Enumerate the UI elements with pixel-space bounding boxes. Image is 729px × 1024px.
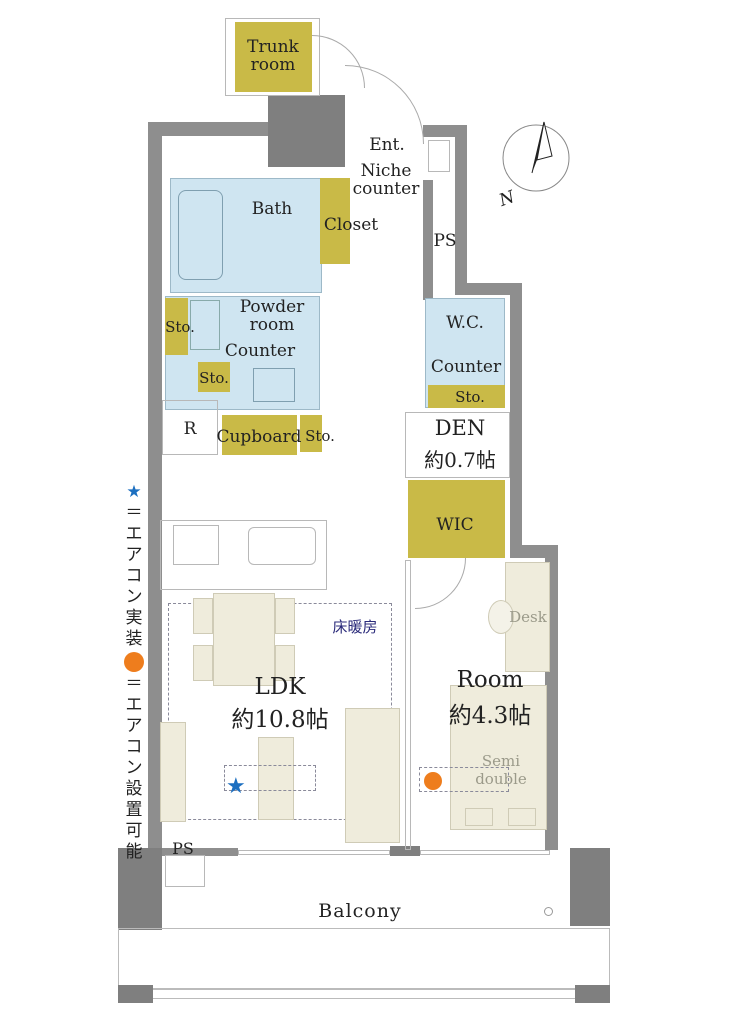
powder-sto-2-label: Sto. [199, 369, 229, 387]
wc-sto-label: Sto. [455, 388, 485, 406]
washing-machine [190, 300, 220, 350]
bathtub [178, 190, 223, 280]
powder-room-label: Powder room [239, 297, 305, 335]
pillow [508, 808, 536, 826]
wall-top [148, 122, 270, 136]
den [405, 412, 510, 478]
door-wic-swing [415, 558, 466, 609]
sofa [345, 708, 400, 843]
legend-circle-icon [124, 652, 144, 672]
den-label: DEN [434, 416, 486, 440]
wc-storage [428, 385, 505, 408]
wc-label: W.C. [446, 313, 484, 333]
legend-star-text: ＝エアコン実装 [125, 503, 143, 649]
bath-label: Bath [251, 199, 293, 219]
room-label: Room [456, 667, 524, 693]
wall-right-upper [510, 283, 522, 558]
sink [248, 527, 316, 565]
legend-star-icon: ★ [126, 482, 142, 502]
ps-bottom-label: PS [172, 839, 194, 858]
wc-counter-label: Counter [430, 357, 502, 377]
balcony-floor-line [153, 998, 575, 1000]
stove [173, 525, 219, 565]
balcony-label: Balcony [318, 900, 402, 922]
structural-column-top [268, 95, 345, 167]
star-aircon-installed-icon: ★ [226, 774, 246, 799]
bed-label: Semi double [475, 752, 527, 788]
desk-chair [488, 600, 514, 634]
dining-chair [275, 645, 295, 681]
desk-label: Desk [509, 608, 547, 626]
kitchen-counter [160, 520, 327, 590]
window-sash-left [238, 850, 390, 855]
dining-chair [275, 598, 295, 634]
floor-heating-label: 床暖房 [332, 618, 378, 636]
powder-counter-label: Counter [224, 341, 296, 361]
balcony-railing [118, 928, 610, 990]
legend-circle-text: ＝エアコン設置可能 [125, 674, 143, 862]
trunk-room-label: Trunk room [247, 37, 299, 75]
cupboard-storage [300, 415, 322, 452]
window-sash-right [420, 850, 550, 855]
aircon-unit-room [419, 767, 509, 792]
aircon-legend: ★ ＝エアコン実装 ＝エアコン設置可能 [121, 482, 147, 863]
outdoor-unit [165, 855, 205, 887]
wall-bottom-left [148, 848, 238, 856]
wic-label: WIC [436, 515, 474, 535]
cupboard-sto-label: Sto. [305, 427, 335, 445]
den-size-label: 約0.7帖 [424, 448, 496, 472]
dining-chair [193, 645, 213, 681]
powder-sto-label: Sto. [165, 318, 195, 336]
room-partition [405, 560, 411, 850]
balcony-pillar-right [575, 985, 610, 1003]
drain-icon [544, 907, 553, 916]
bath [170, 178, 322, 293]
dining-table [213, 593, 275, 686]
niche-counter-label: Niche counter [352, 161, 420, 199]
pillar-mid [390, 846, 420, 856]
powder-storage-2 [198, 362, 230, 392]
wall-ps-right [455, 125, 467, 295]
ldk-label: LDK [254, 674, 306, 700]
wall-ps-left [423, 180, 433, 300]
refrigerator-label: R [183, 419, 197, 439]
balcony-pillar-left [118, 985, 153, 1003]
cupboard-label: Cupboard [216, 427, 302, 447]
dining-chair [193, 598, 213, 634]
aircon-unit-ldk [224, 765, 316, 791]
refrigerator-space [162, 400, 218, 455]
circle-aircon-installable-icon [424, 772, 442, 790]
tv-board [160, 722, 186, 822]
semi-double-bed [450, 685, 547, 830]
ldk-size-label: 約10.8帖 [231, 707, 329, 733]
pillow [465, 808, 493, 826]
closet [320, 178, 350, 264]
ps-top-label: PS [433, 231, 457, 251]
wash-basin [253, 368, 295, 402]
pillar-left [118, 848, 162, 930]
entrance-label: Ent. [369, 135, 405, 155]
wic [408, 480, 505, 558]
closet-label: Closet [323, 215, 379, 235]
niche-counter [428, 140, 450, 172]
room-size-label: 約4.3帖 [448, 703, 532, 729]
door-entrance-swing [345, 65, 424, 144]
powder-storage [165, 298, 188, 355]
wall-wc-top [455, 283, 522, 295]
trunk-room [235, 22, 312, 92]
cupboard [222, 415, 297, 455]
north-compass-icon [502, 121, 570, 192]
coffee-table [258, 737, 294, 820]
pillar-right [570, 848, 610, 926]
wall-left [148, 122, 162, 850]
